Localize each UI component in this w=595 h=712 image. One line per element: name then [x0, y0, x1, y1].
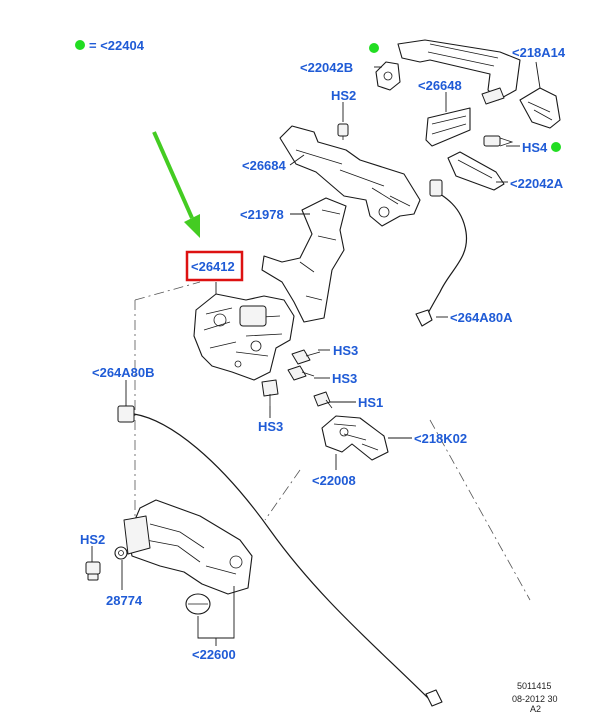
- screw-hs1: [313, 391, 333, 409]
- gasket-a: [447, 151, 505, 191]
- handle-cap: [519, 87, 561, 129]
- lock-shield: [261, 197, 347, 323]
- handle-bezel-cap: [185, 593, 211, 615]
- interior-handle: [123, 499, 253, 595]
- callout-26684[interactable]: <26684: [242, 158, 287, 173]
- callout-218a14[interactable]: <218A14: [512, 45, 566, 60]
- screw-hs4: [483, 135, 514, 147]
- callout-264a80a[interactable]: <264A80A: [450, 310, 513, 325]
- handle-insert: [425, 107, 471, 147]
- callout-21978[interactable]: <21978: [240, 207, 284, 222]
- footer-revision: A2: [530, 704, 541, 712]
- callout-hs2-bottom[interactable]: HS2: [80, 532, 105, 547]
- handle-bracket: [279, 125, 421, 227]
- screw-hs3-a: [291, 349, 321, 365]
- screw-hs3-b: [287, 365, 315, 381]
- callout-218k02[interactable]: <218K02: [414, 431, 467, 446]
- highlight-arrow: [152, 131, 200, 238]
- callout-hs3-b[interactable]: HS3: [332, 371, 357, 386]
- cable-264a80a: [415, 179, 468, 327]
- door-latch: [193, 293, 295, 381]
- callout-22600[interactable]: <22600: [192, 647, 236, 662]
- callout-22008[interactable]: <22008: [312, 473, 356, 488]
- screw-hs3-c: [261, 379, 279, 406]
- screw-hs2-bottom: [85, 561, 101, 581]
- callout-26648[interactable]: <26648: [418, 78, 462, 93]
- callout-hs3-c[interactable]: HS3: [258, 419, 283, 434]
- footer-date-code: 08-2012 30: [512, 694, 558, 704]
- callout-264a80b[interactable]: <264A80B: [92, 365, 155, 380]
- callout-26412[interactable]: <26412: [191, 259, 235, 274]
- callout-hs4[interactable]: HS4: [522, 140, 548, 155]
- leader-lines: [91, 61, 541, 646]
- callout-hs2-top[interactable]: HS2: [331, 88, 356, 103]
- legend-label: = <22404: [89, 38, 145, 53]
- footer-ref-number: 5011415: [517, 681, 551, 691]
- door-striker: [321, 415, 389, 461]
- green-dot-hs4: [551, 142, 561, 152]
- callout-22042a[interactable]: <22042A: [510, 176, 564, 191]
- highlight-box: [185, 250, 244, 282]
- callout-22042b[interactable]: <22042B: [300, 60, 353, 75]
- cable-264a80b: [117, 405, 443, 707]
- screw-hs2-top: [337, 123, 349, 140]
- green-dot-handle: [369, 43, 379, 53]
- gasket-b: [375, 61, 401, 91]
- callout-hs3-a[interactable]: HS3: [333, 343, 358, 358]
- callout-28774[interactable]: 28774: [106, 593, 143, 608]
- legend-green-dot: [75, 40, 85, 50]
- clip-28774: [114, 546, 128, 560]
- callout-hs1[interactable]: HS1: [358, 395, 383, 410]
- outside-handle: [397, 39, 521, 105]
